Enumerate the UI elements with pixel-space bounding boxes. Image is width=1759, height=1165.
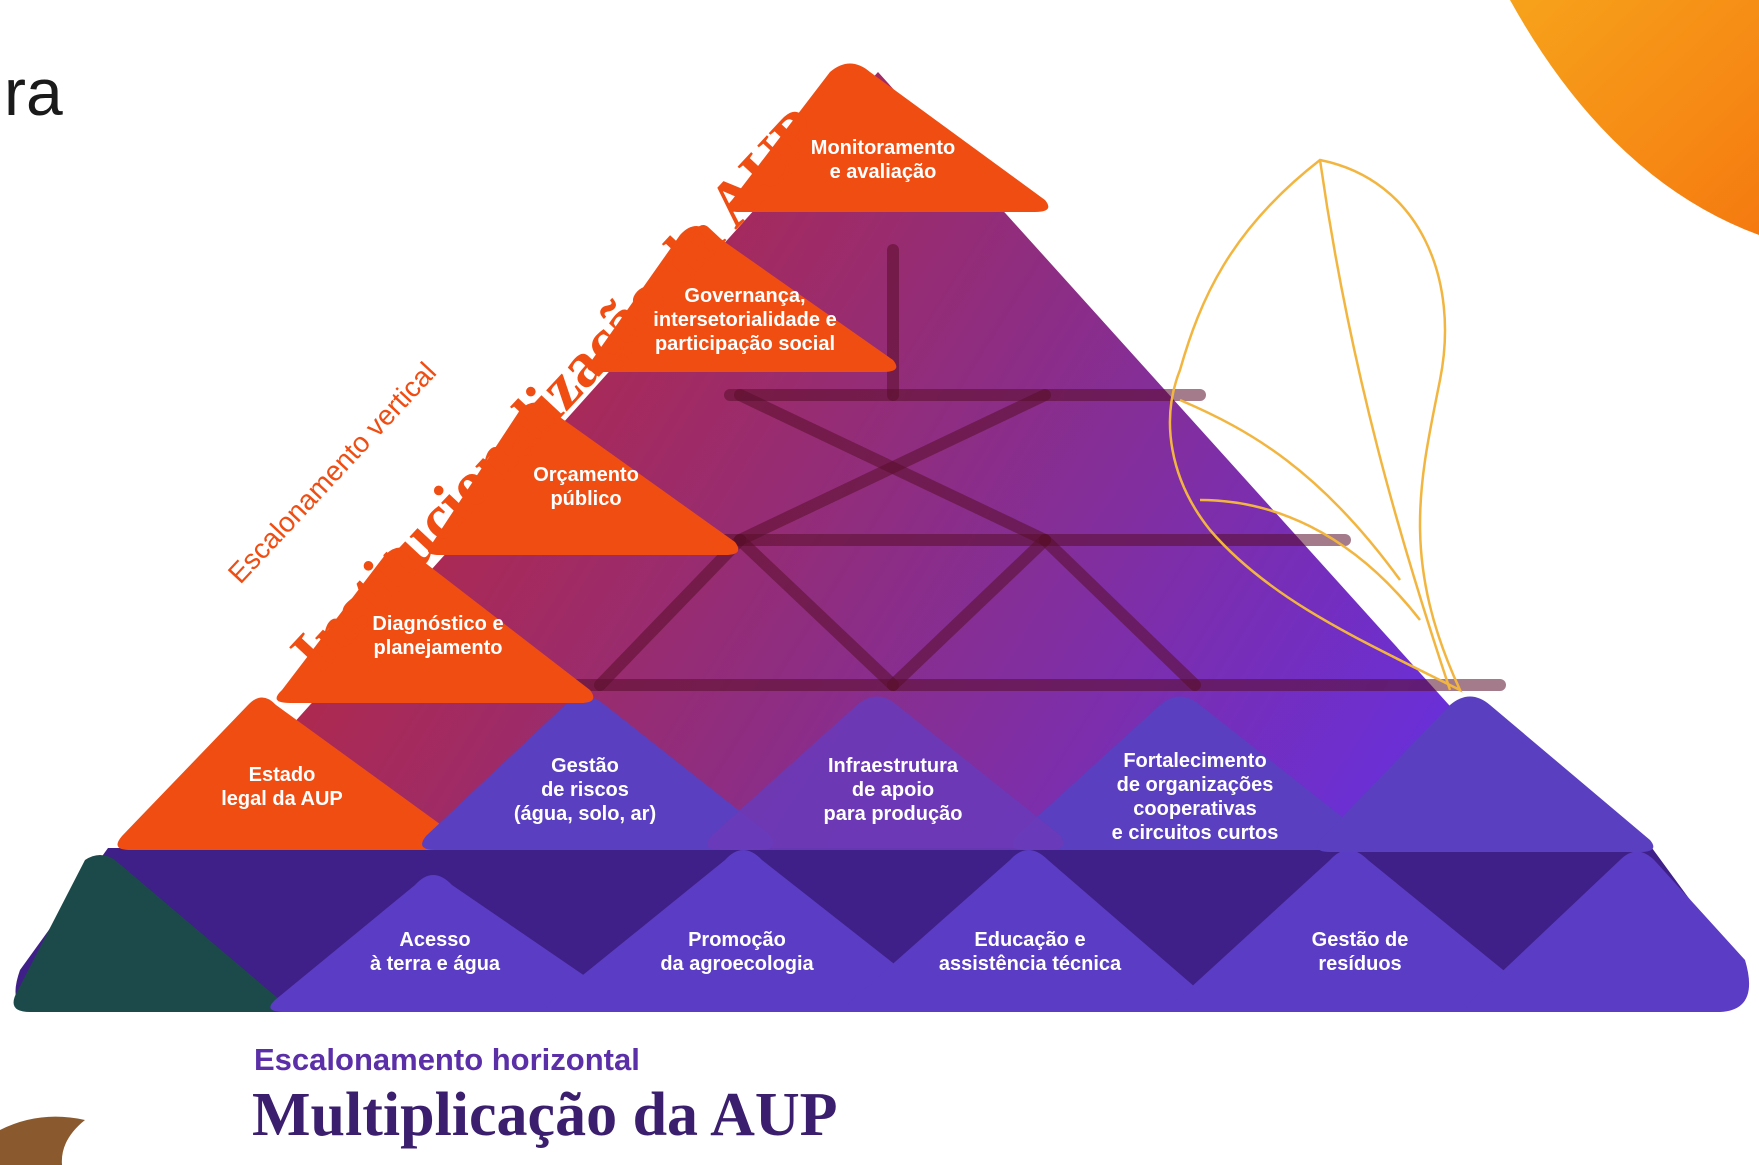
label-governance: Governança, intersetorialidade e partici… [653, 285, 837, 355]
label-cooperatives: Fortalecimento de organizações cooperati… [1111, 750, 1279, 844]
tier2-purple-blocks [422, 696, 1654, 852]
base-corner-teal [13, 855, 284, 1012]
corner-decoration [1510, 0, 1759, 235]
label-legal-status: Estado legal da AUP [221, 764, 343, 810]
label-land-water: Acesso à terra e água [369, 929, 501, 975]
pyramid-body [108, 72, 1652, 930]
label-waste: Gestão de resíduos [1311, 929, 1409, 975]
leaf-outline-decoration [1168, 158, 1463, 693]
label-risk-management: Gestão de riscos (água, solo, ar) [513, 755, 657, 825]
orange-column [276, 63, 1049, 703]
horizontal-axis-subtitle: Escalonamento horizontal [254, 1042, 640, 1077]
label-infrastructure: Infraestrutura de apoio para produção [823, 755, 963, 825]
corner-texture-decoration [0, 1116, 85, 1165]
label-budget: Orçamento público [533, 464, 639, 510]
horizontal-axis-title: Multiplicação da AUP [252, 1081, 838, 1149]
label-diagnosis: Diagnóstico e planejamento [372, 613, 504, 659]
lattice-seams [439, 244, 1506, 691]
label-monitoring: Monitoramento e avaliação [810, 137, 956, 183]
label-agroecology: Promoção da agroecologia [660, 929, 814, 975]
tier2-purple-gradient-block [707, 696, 1064, 850]
label-education: Educação e assistência técnica [938, 929, 1122, 975]
tier2-orange-block [117, 697, 459, 850]
base-row-blocks [270, 850, 1750, 1012]
page-title-fragment: ra [4, 55, 63, 129]
